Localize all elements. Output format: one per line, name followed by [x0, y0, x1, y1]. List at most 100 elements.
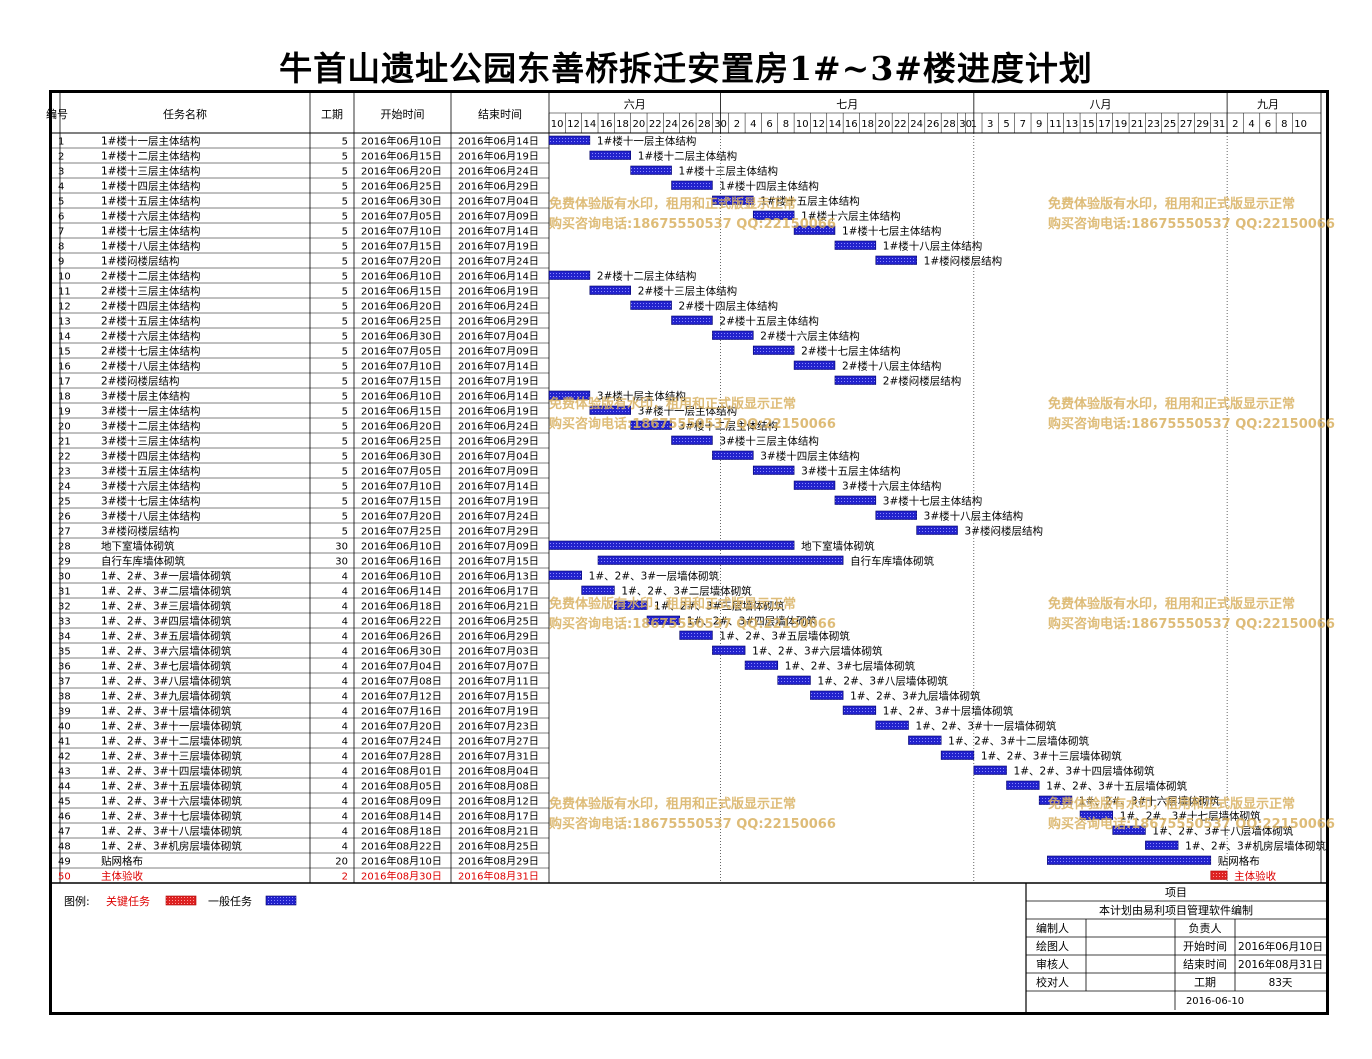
task-end: 2016年06月29日: [458, 315, 539, 328]
watermark-line2: 购买咨询电话:18675550537 QQ:22150066: [549, 616, 836, 632]
task-bar-label: 1#、2#、3#一层墙体砌筑: [589, 570, 720, 583]
task-bar: [548, 540, 795, 550]
task-bar: [712, 450, 754, 460]
task-id: 30: [58, 572, 71, 583]
task-name: 1#、2#、3#十层墙体砌筑: [101, 705, 232, 718]
info-drawer_label: 绘图人: [1036, 939, 1069, 953]
day-tick-label: 30: [714, 119, 727, 130]
task-bar: [793, 480, 836, 490]
watermark-line1: 免费体验版有水印，租用和正式版显示正常: [549, 596, 796, 612]
task-start: 2016年08月05日: [361, 780, 442, 793]
task-duration: 5: [342, 482, 348, 493]
task-end: 2016年06月24日: [458, 300, 539, 313]
day-tick-label: 24: [665, 119, 678, 130]
watermark-line1: 免费体验版有水印，租用和正式版显示正常: [549, 396, 796, 412]
column-header-start: 开始时间: [381, 107, 425, 121]
task-bar-label: 1#、2#、3#四层墙体砌筑: [687, 615, 818, 628]
task-duration: 4: [342, 587, 348, 598]
task-name: 2#楼十八层主体结构: [101, 360, 200, 373]
task-id: 20: [58, 422, 71, 433]
task-duration: 5: [342, 362, 348, 373]
task-bar: [875, 510, 917, 520]
info-duration_label: 工期: [1194, 976, 1216, 989]
task-end: 2016年06月29日: [458, 435, 539, 448]
task-end: 2016年08月08日: [458, 780, 539, 793]
day-tick-label: 15: [1082, 119, 1095, 130]
task-start: 2016年06月15日: [361, 150, 442, 163]
task-id: 49: [58, 857, 71, 868]
task-id: 28: [58, 542, 71, 553]
legend-critical-label: 关键任务: [106, 894, 150, 908]
day-tick-label: 26: [682, 119, 695, 130]
task-id: 50: [58, 872, 71, 883]
info-end: 2016年08月31日: [1238, 958, 1323, 971]
watermark-line2: 购买咨询电话:18675550537 QQ:22150066: [1048, 416, 1335, 432]
task-end: 2016年07月09日: [458, 210, 539, 223]
day-tick-label: 8: [783, 119, 789, 130]
task-end: 2016年06月24日: [458, 165, 539, 178]
task-bar-label: 1#楼闷楼层结构: [924, 255, 1002, 268]
task-id: 18: [58, 392, 71, 403]
task-bar-label: 1#、2#、3#三层墙体砌筑: [654, 600, 785, 613]
info-end_label: 结束时间: [1183, 958, 1227, 971]
task-duration: 5: [342, 212, 348, 223]
day-tick-label: 7: [1020, 119, 1026, 130]
task-start: 2016年07月15日: [361, 240, 442, 253]
task-end: 2016年08月04日: [458, 765, 539, 778]
task-start: 2016年08月22日: [361, 840, 442, 853]
task-start: 2016年08月14日: [361, 810, 442, 823]
task-start: 2016年06月10日: [361, 390, 442, 403]
task-bar: [712, 330, 754, 340]
task-bar-label: 1#楼十四层主体结构: [719, 180, 818, 193]
day-tick-label: 25: [1164, 119, 1177, 130]
task-bar: [548, 390, 591, 400]
task-bar-label: 2#楼十六层主体结构: [760, 330, 859, 343]
task-bar-label: 2#楼十三层主体结构: [638, 285, 737, 298]
task-bar-label: 2#楼十二层主体结构: [597, 270, 696, 283]
task-end: 2016年07月29日: [458, 525, 539, 538]
task-bar: [1006, 780, 1040, 790]
task-duration: 4: [342, 752, 348, 763]
watermark-line1: 免费体验版有水印，租用和正式版显示正常: [1048, 796, 1295, 812]
task-duration: 5: [342, 272, 348, 283]
task-name: 1#、2#、3#十四层墙体砌筑: [101, 765, 242, 778]
task-end: 2016年08月25日: [458, 840, 539, 853]
day-tick-label: 4: [1248, 119, 1254, 130]
task-bar: [973, 765, 1007, 775]
task-bar: [908, 735, 942, 745]
task-duration: 4: [342, 842, 348, 853]
task-id: 42: [58, 752, 71, 763]
task-duration: 4: [342, 692, 348, 703]
task-name: 主体验收: [101, 870, 143, 883]
task-end: 2016年07月14日: [458, 225, 539, 238]
task-name: 3#楼十层主体结构: [101, 390, 190, 403]
task-name: 1#楼十七层主体结构: [101, 225, 200, 238]
task-bar-label: 2#楼十八层主体结构: [842, 360, 941, 373]
task-bar-label: 1#、2#、3#十一层墙体砌筑: [915, 720, 1056, 733]
task-name: 3#楼十八层主体结构: [101, 510, 200, 523]
task-start: 2016年06月26日: [361, 630, 442, 643]
task-bar-label: 1#、2#、3#八层墙体砌筑: [817, 675, 948, 688]
task-duration: 5: [342, 167, 348, 178]
task-bar-label: 3#楼十二层主体结构: [679, 420, 778, 433]
task-bar: [793, 360, 836, 370]
task-bar-label: 地下室墙体砌筑: [801, 540, 875, 553]
task-id: 13: [58, 317, 71, 328]
task-start: 2016年08月01日: [361, 765, 442, 778]
task-start: 2016年06月10日: [361, 540, 442, 553]
info-start: 2016年06月10日: [1238, 940, 1323, 953]
task-end: 2016年08月31日: [458, 870, 539, 883]
task-id: 36: [58, 662, 71, 673]
task-end: 2016年06月24日: [458, 420, 539, 433]
task-end: 2016年07月19日: [458, 240, 539, 253]
task-duration: 2: [342, 872, 348, 883]
task-id: 34: [58, 632, 71, 643]
task-bar: [614, 600, 648, 610]
day-tick-label: 20: [633, 119, 646, 130]
task-id: 11: [58, 287, 71, 298]
task-name: 3#楼十二层主体结构: [101, 420, 200, 433]
task-name: 1#、2#、3#十三层墙体砌筑: [101, 750, 242, 763]
column-header-name: 任务名称: [163, 107, 207, 121]
task-end: 2016年06月29日: [458, 180, 539, 193]
task-duration: 4: [342, 617, 348, 628]
